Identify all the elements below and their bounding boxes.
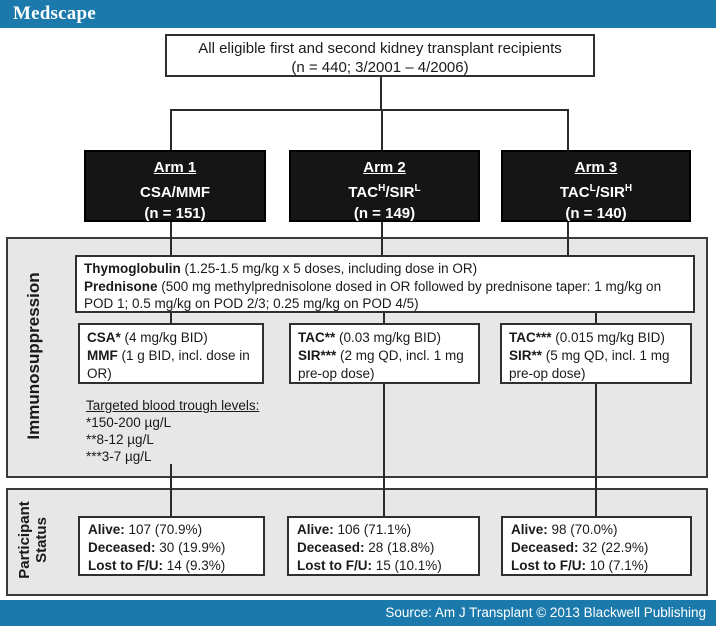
arm2-drug1-name: TAC**	[298, 330, 336, 345]
arm1-drug-box: CSA* (4 mg/kg BID) MMF (1 g BID, incl. d…	[78, 323, 264, 384]
arm3-drug2-dose: (5 mg QD, incl. 1 mg pre-op dose)	[509, 348, 670, 381]
connector-top-vertical	[380, 76, 382, 110]
connector-arm1-to-status	[170, 464, 172, 517]
arm2-drug2-dose: (2 mg QD, incl. 1 mg pre-op dose)	[298, 348, 464, 381]
eligibility-box: All eligible first and second kidney tra…	[165, 34, 595, 77]
header-bar: Medscape	[0, 0, 716, 28]
arm2-drug1-dose: (0.03 mg/kg BID)	[335, 330, 442, 345]
connector-induction-to-drug2	[383, 312, 385, 324]
arm1-drug1-dose: (4 mg/kg BID)	[120, 330, 208, 345]
trough-levels-heading: Targeted blood trough levels:	[86, 398, 260, 413]
trough-level-tac: **8-12 µg/L	[86, 432, 154, 447]
connector-arm1-to-induction	[170, 221, 172, 256]
arm1-n: (n = 151)	[144, 205, 206, 222]
arm1-box: Arm 1 CSA/MMF (n = 151)	[84, 150, 266, 222]
induction-box: Thymoglobulin (1.25-1.5 mg/kg x 5 doses,…	[75, 255, 695, 313]
arm1-drug2-dose: (1 g BID, incl. dose in OR)	[87, 348, 250, 381]
arm3-title: Arm 3	[574, 159, 618, 176]
connector-arm2-drop	[381, 109, 383, 150]
arm2-regimen: TACH/SIRL	[348, 183, 421, 201]
arm1-drug1-name: CSA*	[87, 330, 121, 345]
arm2-title: Arm 2	[363, 159, 406, 176]
arm3-status-alive: Alive: 98 (70.0%)	[511, 522, 618, 537]
arm2-status-deceased: Deceased: 28 (18.8%)	[297, 540, 435, 555]
arm2-drug-box: TAC** (0.03 mg/kg BID) SIR*** (2 mg QD, …	[289, 323, 480, 384]
trough-level-csa: *150-200 µg/L	[86, 415, 172, 430]
arm3-regimen: TACL/SIRH	[559, 183, 633, 201]
eligibility-line1: All eligible first and second kidney tra…	[198, 40, 562, 57]
arm3-drug2-name: SIR**	[509, 348, 543, 363]
source-credit: Source: Am J Transplant © 2013 Blackwell…	[385, 605, 706, 620]
connector-arm3-drop	[567, 109, 569, 150]
induction-drug2-dose: (500 mg methylprednisolone dosed in OR f…	[84, 278, 662, 312]
arm2-status-alive: Alive: 106 (71.1%)	[297, 522, 412, 537]
connector-arm1-drop	[170, 109, 172, 150]
connector-arm2-to-induction	[381, 221, 383, 256]
arm1-drug2-name: MMF	[87, 348, 118, 363]
immunosuppression-label: Immunosuppression	[24, 272, 43, 440]
arm2-box: Arm 2 TACH/SIRL (n = 149)	[289, 150, 480, 222]
arm1-status-alive: Alive: 107 (70.9%)	[88, 522, 203, 537]
connector-arm3-to-status	[595, 383, 597, 517]
induction-drug1-dose: (1.25-1.5 mg/kg x 5 doses, including dos…	[180, 261, 478, 276]
induction-drug2-name: Prednisone	[84, 278, 158, 294]
trough-level-sir: ***3-7 µg/L	[86, 449, 152, 464]
arm3-status-box: Alive: 98 (70.0%) Deceased: 32 (22.9%) L…	[501, 516, 692, 576]
arm2-status-box: Alive: 106 (71.1%) Deceased: 28 (18.8%) …	[287, 516, 480, 576]
connector-induction-to-drug3	[595, 312, 597, 324]
participant-label-line1: Participant	[16, 501, 33, 579]
arm3-drug1-dose: (0.015 mg/kg BID)	[551, 330, 665, 345]
arm3-drug-box: TAC*** (0.015 mg/kg BID) SIR** (5 mg QD,…	[500, 323, 692, 384]
participant-status-label: Participant Status	[16, 501, 50, 579]
arm1-status-box: Alive: 107 (70.9%) Deceased: 30 (19.9%) …	[78, 516, 265, 576]
arm1-regimen: CSA/MMF	[140, 184, 210, 201]
connector-arm2-to-status	[383, 383, 385, 517]
arm2-drug2-name: SIR***	[298, 348, 337, 363]
arm3-n: (n = 140)	[565, 205, 627, 222]
arm3-status-lost: Lost to F/U: 10 (7.1%)	[511, 558, 649, 573]
arm2-status-lost: Lost to F/U: 15 (10.1%)	[297, 558, 442, 573]
arm3-drug1-name: TAC***	[509, 330, 552, 345]
arm1-status-lost: Lost to F/U: 14 (9.3%)	[88, 558, 226, 573]
participant-label-line2: Status	[33, 517, 50, 563]
connector-horizontal	[170, 109, 569, 111]
induction-drug1-name: Thymoglobulin	[84, 261, 181, 276]
trough-levels-note: Targeted blood trough levels: *150-200 µ…	[86, 397, 259, 465]
arm3-box: Arm 3 TACL/SIRH (n = 140)	[501, 150, 691, 222]
arm1-status-deceased: Deceased: 30 (19.9%)	[88, 540, 226, 555]
connector-induction-to-drug1	[170, 312, 172, 324]
arm1-title: Arm 1	[153, 159, 197, 176]
eligibility-line2: (n = 440; 3/2001 – 4/2006)	[291, 59, 469, 76]
footer-bar: Source: Am J Transplant © 2013 Blackwell…	[0, 600, 716, 626]
medscape-logo: Medscape	[13, 3, 96, 24]
arm3-status-deceased: Deceased: 32 (22.9%)	[511, 540, 649, 555]
connector-arm3-to-induction	[567, 221, 569, 256]
arm2-n: (n = 149)	[353, 205, 416, 222]
